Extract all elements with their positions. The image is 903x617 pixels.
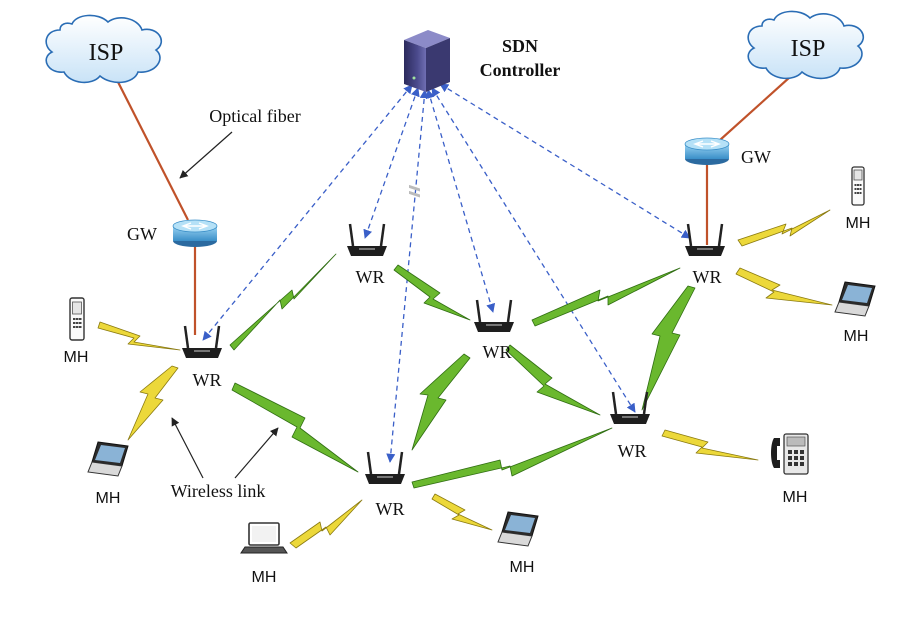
gateway-right-icon [684, 137, 730, 165]
wireless-router-wr1-icon [182, 325, 222, 358]
mh7-label: MH [510, 559, 535, 576]
wr2-label: WR [356, 267, 385, 287]
mh4-label: MH [844, 328, 869, 345]
wireless-access-links [97, 209, 833, 549]
isp-cloud-left: ISP [45, 14, 162, 84]
wireless-link-label: Wireless link [171, 481, 266, 501]
sdn-controller-server-icon [404, 30, 450, 198]
access-link-mh7 [431, 493, 493, 531]
wr3-label: WR [483, 342, 512, 362]
gateway-left-icon [172, 219, 218, 247]
gw-left-label: GW [127, 224, 157, 244]
laptop-icon [240, 522, 288, 554]
wireless-link-wr1-wr2 [229, 253, 337, 351]
wr4-label: WR [376, 499, 405, 519]
wireless-router-wr4-icon [365, 451, 405, 484]
control-link-wr6 [439, 83, 691, 239]
mh5-label: MH [783, 489, 808, 506]
wireless-link-pointer-right [234, 427, 279, 479]
laptop-icon [87, 441, 129, 477]
access-link-mh6 [289, 499, 363, 549]
fiber-isp-right-to-gw [719, 67, 801, 141]
access-link-mh2 [127, 365, 179, 441]
mobile-phone-icon [69, 297, 85, 341]
wireless-router-wr5-icon [610, 391, 650, 424]
control-links [202, 83, 691, 463]
mh2-label: MH [96, 490, 121, 507]
desk-phone-icon [771, 433, 809, 475]
wireless-link-wr1-wr4 [231, 382, 359, 473]
mh1-label: MH [64, 349, 89, 366]
wr5-label: WR [618, 441, 647, 461]
isp-right-label: ISP [791, 36, 826, 62]
optical-fiber-pointer [179, 131, 233, 179]
wireless-router-wr2-icon [347, 223, 387, 256]
control-link-wr3 [425, 89, 496, 313]
access-link-mh1 [97, 321, 181, 351]
wireless-link-wr3-wr6 [531, 267, 681, 327]
wireless-link-pointer-left [171, 417, 204, 479]
isp-left-label: ISP [89, 40, 124, 66]
access-link-mh3 [737, 209, 831, 247]
fiber-isp-left-to-gw [117, 81, 189, 221]
sdn-label: SDN [502, 36, 538, 56]
mobile-phone-icon [851, 166, 865, 206]
wireless-router-wr3-icon [474, 299, 514, 332]
optical-fiber-label: Optical fiber [209, 106, 300, 126]
mh6-label: MH [252, 569, 277, 586]
mh3-label: MH [846, 215, 871, 232]
control-link-wr2 [363, 87, 420, 239]
wireless-link-wr6-wr5 [641, 285, 696, 411]
fiber-links [117, 67, 801, 335]
access-link-mh5 [661, 429, 759, 461]
wr6-label: WR [693, 267, 722, 287]
laptop-icon [497, 511, 539, 547]
access-link-mh4 [735, 267, 833, 306]
wr1-label: WR [193, 370, 222, 390]
wireless-router-wr6-icon [685, 223, 725, 256]
wireless-link-wr2-wr3 [393, 264, 471, 321]
wireless-link-wr3-wr4 [411, 353, 471, 451]
laptop-icon [834, 281, 876, 317]
controller-label: Controller [480, 60, 561, 80]
isp-cloud-right: ISP [747, 10, 864, 80]
wireless-backhaul-links [229, 253, 696, 489]
gw-right-label: GW [741, 147, 771, 167]
wireless-link-wr4-wr5 [411, 427, 613, 489]
wireless-link-wr3-wr5 [505, 344, 601, 416]
